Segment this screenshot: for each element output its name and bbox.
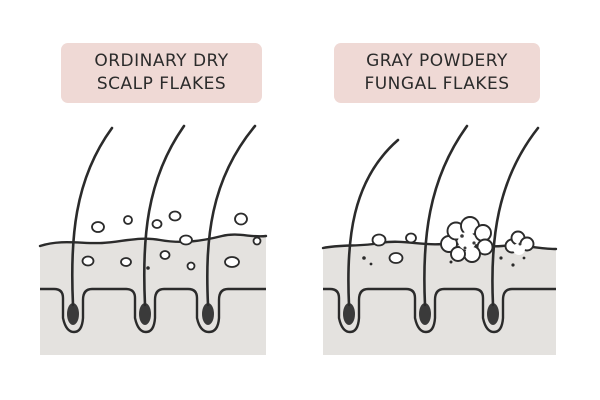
left-skin-layer <box>40 234 266 355</box>
left-scalp-panel <box>38 124 268 355</box>
left-follicle-wave <box>40 287 266 334</box>
dry-flake-icon <box>371 233 387 247</box>
dry-flake-icon <box>388 252 404 264</box>
hair-strand <box>423 124 469 307</box>
dry-flake-icon <box>234 212 248 226</box>
hair-follicle-icon <box>202 303 214 325</box>
dry-flake-icon <box>159 250 171 260</box>
hair-follicle-icon <box>67 303 79 325</box>
dry-flake-icon <box>252 236 262 246</box>
right-follicle-wave <box>323 287 556 334</box>
right-title-line-2: FUNGAL FLAKES <box>364 74 510 94</box>
dry-flake-icon <box>81 255 95 267</box>
dry-flake-icon <box>91 221 105 233</box>
hair-strand <box>205 124 257 307</box>
left-title-line-1: ORDINARY DRY <box>94 51 229 71</box>
right-panel-title: GRAY POWDERY FUNGAL FLAKES <box>334 43 540 103</box>
dry-flake-icon <box>405 232 417 244</box>
hair-follicle-icon <box>487 303 499 325</box>
left-title-line-2: SCALP FLAKES <box>96 74 227 94</box>
right-title-line-1: GRAY POWDERY <box>366 51 508 71</box>
dry-flake-speck <box>146 266 150 270</box>
hair-follicle-icon <box>139 303 151 325</box>
dry-flake-icon <box>168 210 182 222</box>
hair-follicle-icon <box>419 303 431 325</box>
right-scalp-panel <box>321 124 558 355</box>
dry-flake-icon <box>123 215 133 225</box>
fungal-flake-cluster-icon <box>440 216 494 263</box>
fungal-specks <box>362 256 526 267</box>
hair-strand <box>491 126 540 307</box>
dry-flake-icon <box>120 257 132 267</box>
dry-flake-icon <box>186 261 196 271</box>
dry-flake-icon <box>179 234 193 246</box>
left-skin-surface-line <box>38 233 268 248</box>
hair-strand <box>70 126 114 307</box>
hair-follicle-icon <box>343 303 355 325</box>
fungal-flake-cluster-icon <box>504 230 535 255</box>
right-skin-layer <box>323 241 556 355</box>
left-panel-title: ORDINARY DRY SCALP FLAKES <box>61 43 262 103</box>
dry-flake-icon <box>224 256 240 268</box>
hair-strand <box>347 138 400 307</box>
dry-flake-icon <box>151 219 163 229</box>
hair-strand <box>142 124 186 307</box>
